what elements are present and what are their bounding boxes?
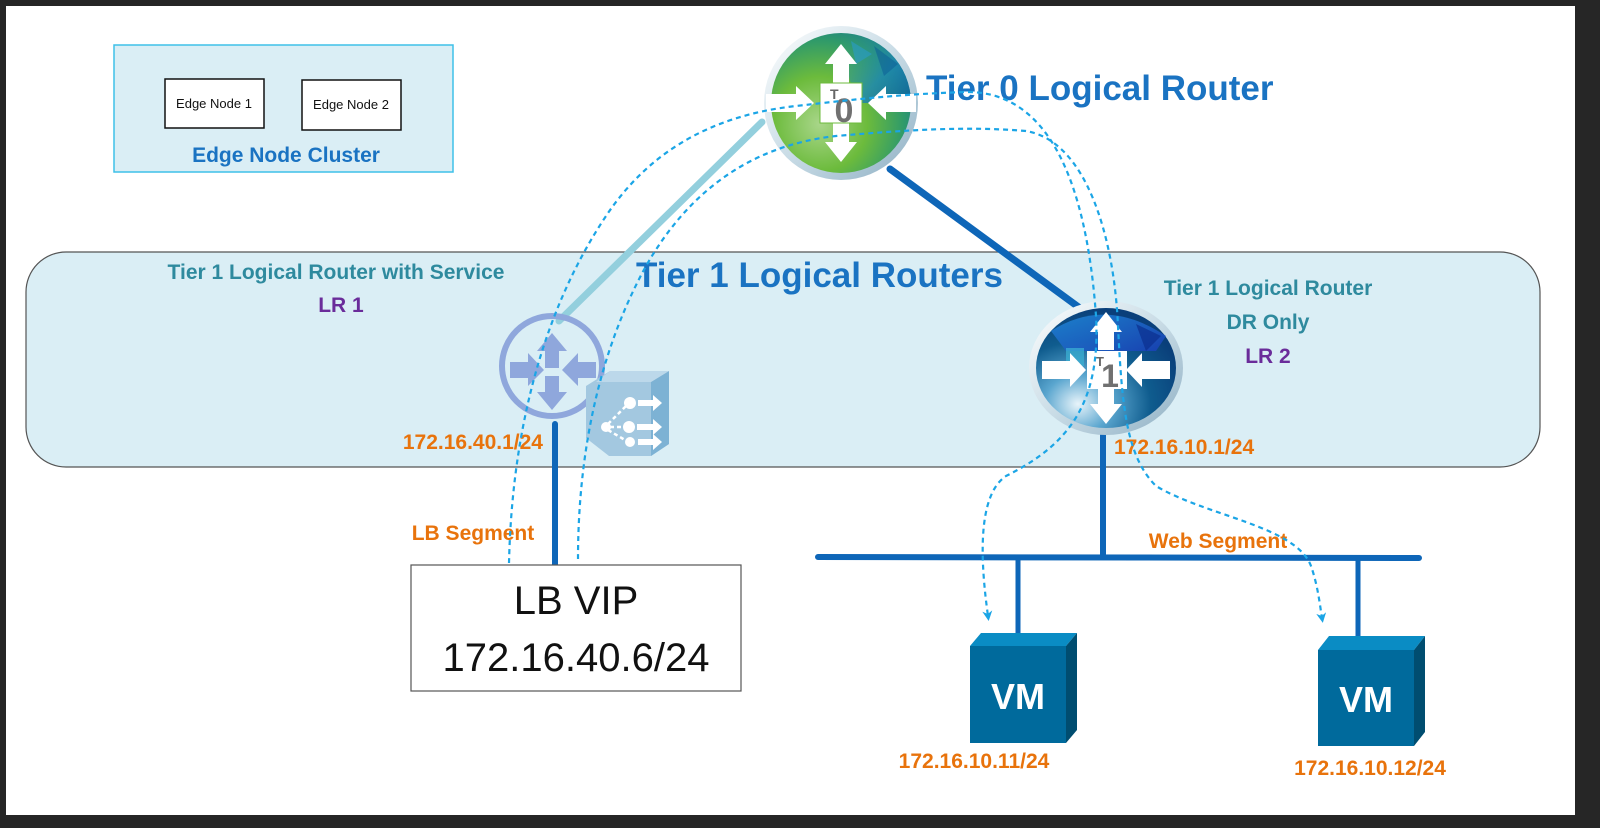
lr2-badge-prefix: T (1096, 354, 1104, 369)
edge-node-cluster: Edge Node 1 Edge Node 2 Edge Node Cluste… (113, 44, 454, 173)
tier0-title: Tier 0 Logical Router (926, 69, 1274, 108)
link-t0-lr1 (555, 118, 766, 325)
web-segment-bus (815, 554, 1422, 561)
vm-2-ip: 172.16.10.12/24 (1294, 757, 1446, 780)
edge-node-2[interactable]: Edge Node 2 (301, 79, 402, 131)
web-segment-label: Web Segment (1149, 530, 1287, 553)
tier0-badge-prefix: T (830, 86, 839, 102)
lr1-router-icon[interactable] (499, 313, 605, 419)
vm-2-label: VM (1339, 679, 1393, 720)
lr2-ip: 172.16.10.1/24 (1114, 436, 1254, 459)
lr2-title-line1: Tier 1 Logical Router (1164, 277, 1373, 300)
edge-node-2-label: Edge Node 2 (313, 97, 389, 112)
vm-1-label: VM (991, 676, 1045, 717)
lr1-ip: 172.16.40.1/24 (403, 431, 543, 454)
lb-segment-label: LB Segment (412, 522, 535, 545)
traffic-path-to-vm1 (507, 90, 1098, 621)
lr1-name: LR 1 (318, 294, 364, 317)
edge-node-1[interactable]: Edge Node 1 (164, 78, 265, 129)
lb-vip-ip: 172.16.40.6/24 (443, 636, 710, 680)
vm-2[interactable]: VM (1318, 636, 1425, 746)
traffic-path-to-vm2 (576, 127, 1327, 623)
lb-vip-box[interactable]: LB VIP 172.16.40.6/24 (410, 564, 742, 692)
vm-1-ip: 172.16.10.11/24 (899, 750, 1050, 773)
traffic-paths (507, 90, 1327, 623)
tier0-router-icon[interactable]: T 0 (764, 26, 918, 180)
edge-node-1-label: Edge Node 1 (176, 96, 252, 111)
lr2-name: LR 2 (1245, 345, 1291, 368)
link-t0-lr2 (886, 165, 1092, 318)
network-topology-diagram: Edge Node 1 Edge Node 2 Edge Node Cluste… (25, 26, 1541, 780)
load-balancer-icon[interactable] (586, 371, 669, 456)
edge-cluster-title: Edge Node Cluster (192, 144, 380, 167)
lr1-title: Tier 1 Logical Router with Service (168, 261, 505, 284)
lr2-title-line2: DR Only (1227, 311, 1310, 334)
lb-vip-title: LB VIP (514, 579, 639, 623)
vm-1[interactable]: VM (970, 633, 1077, 743)
tier0-badge-number: 0 (835, 92, 854, 130)
tier1-region-title: Tier 1 Logical Routers (636, 256, 1003, 295)
diagram-canvas: Edge Node 1 Edge Node 2 Edge Node Cluste… (6, 6, 1575, 815)
lr2-badge-number: 1 (1101, 358, 1119, 394)
lr2-router-icon[interactable]: T 1 (1029, 301, 1183, 435)
